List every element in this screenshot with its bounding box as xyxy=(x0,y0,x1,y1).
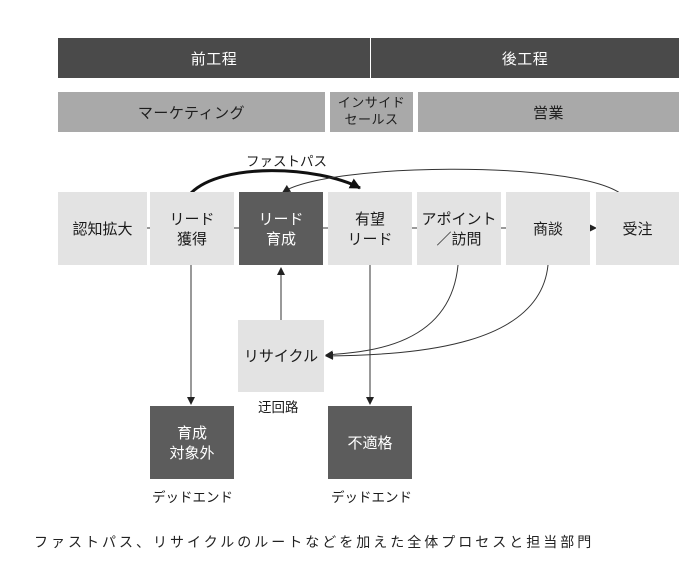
label-dead-end-2: デッドエンド xyxy=(331,490,412,506)
phase-front: 前工程 xyxy=(58,38,370,78)
stage-lead-acquisition: リード 獲得 xyxy=(150,192,234,265)
box-unqualified: 不適格 xyxy=(328,406,412,479)
box-out-of-scope: 育成 対象外 xyxy=(150,406,234,479)
label-dead-end-1: デッドエンド xyxy=(152,490,233,506)
dept-inside-sales: インサイド セールス xyxy=(330,92,413,132)
label-detour: 迂回路 xyxy=(258,400,299,416)
stage-order: 受注 xyxy=(596,192,679,265)
arrow-order-to-nurturing xyxy=(282,168,621,194)
arrow-negotiation-to-recycle xyxy=(325,264,549,360)
label-fast-pass: ファストパス xyxy=(246,154,327,170)
box-recycle: リサイクル xyxy=(238,320,324,392)
stage-qualified-lead: 有望 リード xyxy=(328,192,412,265)
stage-appointment: アポイント ／訪問 xyxy=(417,192,501,265)
phase-back: 後工程 xyxy=(371,38,679,78)
stage-lead-nurturing: リード 育成 xyxy=(239,192,323,265)
stage-negotiation: 商談 xyxy=(506,192,590,265)
arrow-appointment-to-recycle xyxy=(325,264,459,359)
dept-sales: 営業 xyxy=(418,92,679,132)
figure-caption: ファストパス、リサイクルのルートなどを加えた全体プロセスと担当部門 xyxy=(34,535,595,551)
arrow-fast-pass xyxy=(189,169,361,195)
dept-marketing: マーケティング xyxy=(58,92,325,132)
stage-awareness: 認知拡大 xyxy=(58,192,147,265)
